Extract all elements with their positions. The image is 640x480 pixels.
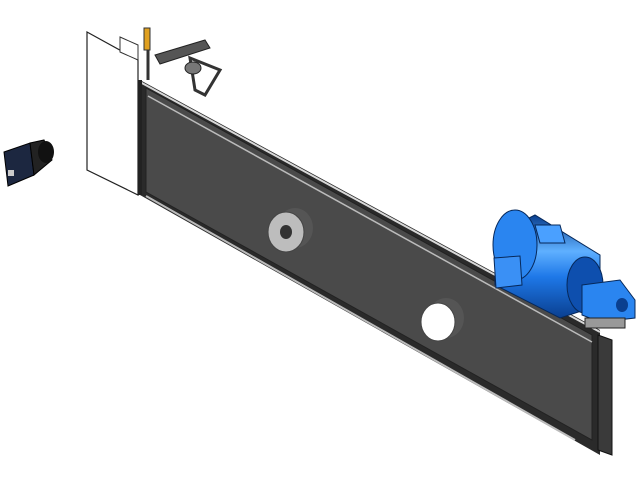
camera: [3, 139, 54, 187]
white-disc: [420, 298, 464, 342]
sensor-bracket: [143, 27, 223, 97]
gearbox: [581, 279, 636, 329]
conveyor-belt: [138, 80, 613, 456]
backlight-panel: [86, 30, 139, 196]
roll-object: [267, 208, 313, 253]
